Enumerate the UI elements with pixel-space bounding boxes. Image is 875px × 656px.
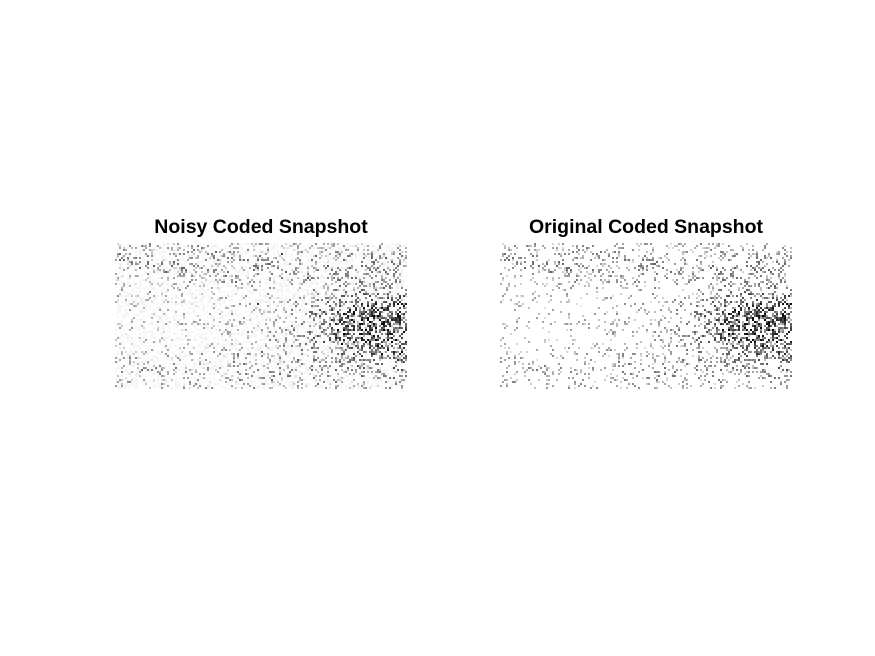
noisy-snapshot-title: Noisy Coded Snapshot xyxy=(154,216,368,238)
original-snapshot-image xyxy=(500,243,792,389)
noisy-snapshot-panel: Noisy Coded Snapshot xyxy=(115,215,407,389)
noisy-snapshot-image xyxy=(115,243,407,389)
original-snapshot-title: Original Coded Snapshot xyxy=(528,216,763,238)
original-snapshot-panel: Original Coded Snapshot xyxy=(500,215,792,389)
